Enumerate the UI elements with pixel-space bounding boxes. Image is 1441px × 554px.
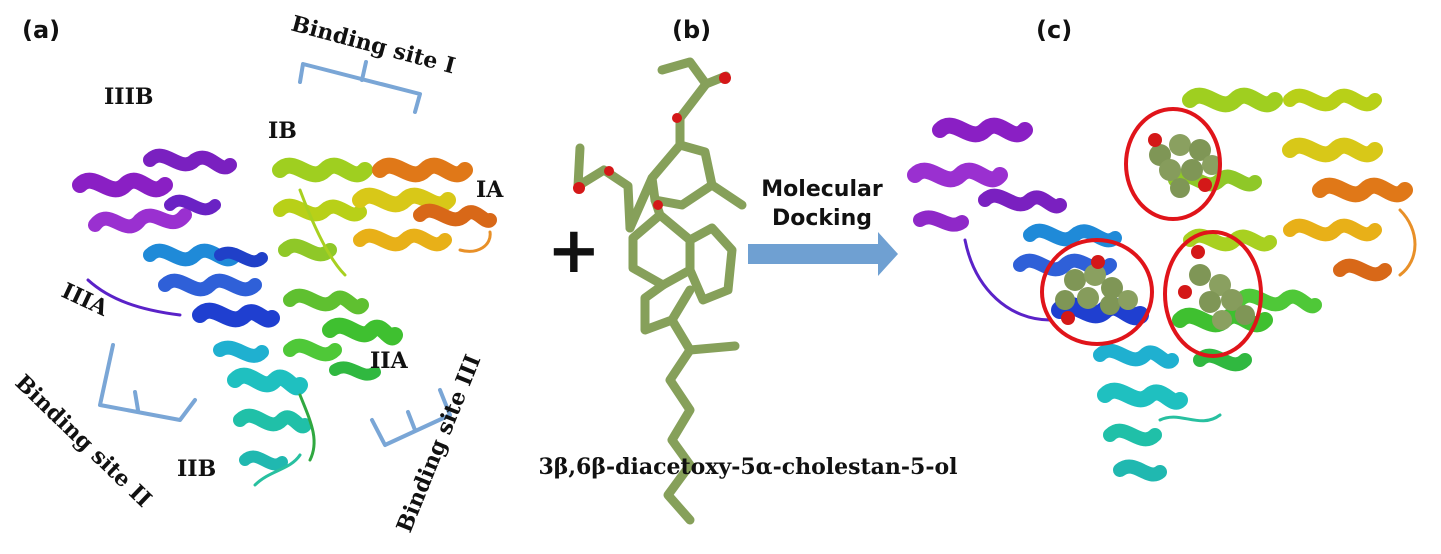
domain-IIB-helices <box>213 340 312 487</box>
bracket-site-II <box>98 343 197 422</box>
binding-circle-site-II <box>1040 238 1154 346</box>
panel-b-label: (b) <box>672 16 711 44</box>
arrow-label-line2: Docking <box>772 206 872 231</box>
panel-c-label: (c) <box>1036 16 1072 44</box>
domain-IB-helices <box>272 157 373 277</box>
ligand-stick-model <box>573 57 747 525</box>
panel-b: (b) + Molecular Docking <box>538 16 958 525</box>
compound-name: 3β,6β-diacetoxy-5α-cholestan-5-ol <box>538 454 957 480</box>
docked-ligand-site-II <box>1055 255 1138 325</box>
protein-structure-a <box>72 148 497 487</box>
domain-IIIA-helices <box>143 243 280 328</box>
domain-label-IB: IB <box>268 118 297 144</box>
binding-circle-site-III <box>1163 230 1263 358</box>
arrow-label-line1: Molecular <box>761 177 883 202</box>
protein-structure-c <box>907 87 1417 482</box>
bracket-site-III <box>370 388 452 447</box>
domain-IIA-helices <box>283 288 403 462</box>
panel-a-label: (a) <box>22 16 60 44</box>
domain-label-IIB: IIB <box>177 456 216 482</box>
arrow-shape <box>748 232 898 276</box>
domain-IIIB-helices <box>72 148 237 317</box>
docked-ligand-site-III <box>1178 245 1255 330</box>
molecular-docking-arrow: Molecular Docking <box>748 177 898 276</box>
panel-c: (c) <box>907 16 1417 482</box>
binding-site-III-label: Binding site III <box>391 351 486 536</box>
docked-ligand-site-I <box>1148 133 1222 198</box>
domain-IA-helices <box>352 157 497 253</box>
bracket-site-I <box>298 60 422 114</box>
domain-label-IIIB: IIIB <box>104 84 153 110</box>
ligand-oxygen-atoms <box>573 72 731 210</box>
panel-a: (a) <box>10 11 504 537</box>
plus-sign: + <box>547 214 601 288</box>
domain-label-IA: IA <box>476 177 504 203</box>
binding-circle-site-I <box>1124 107 1222 221</box>
domain-label-IIA: IIA <box>370 348 409 374</box>
domain-label-IIIA: IIIA <box>57 278 112 322</box>
binding-site-I-label: Binding site I <box>288 11 458 80</box>
